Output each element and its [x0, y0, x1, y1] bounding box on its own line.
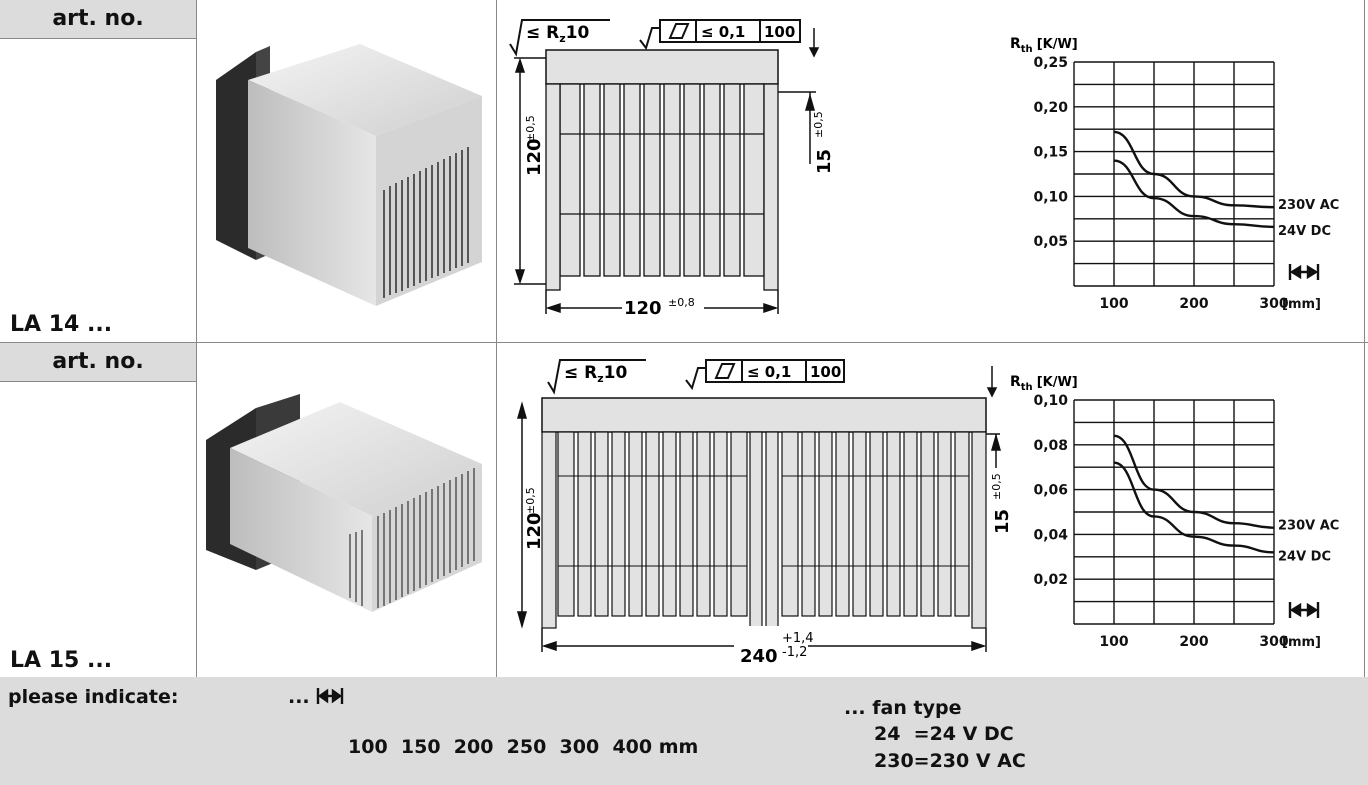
x-tick-label: 300 [1259, 634, 1288, 650]
x-unit-label: [mm] [1282, 635, 1321, 650]
y-tick-label: 0,02 [1033, 572, 1068, 588]
y-tick-label: 0,06 [1033, 483, 1068, 499]
order-info-footer [0, 677, 1368, 785]
y-axis-label: Rth[K/W] [1010, 36, 1078, 55]
fan-type-label: ... fan type [844, 697, 962, 719]
flatness-tolerance: ≤ 0,1 [747, 363, 791, 381]
flatness-length: 100 [810, 363, 841, 381]
art-no-header: art. no. [0, 0, 196, 38]
roughness-symbol: ≤ Rz10 [526, 23, 590, 45]
width-tolerance: ±0,8 [668, 296, 695, 309]
x-tick-label: 100 [1099, 296, 1128, 312]
chart-grid [1073, 61, 1275, 287]
flatness-tolerance: ≤ 0,1 [701, 23, 745, 41]
x-tick-label: 100 [1099, 634, 1128, 650]
fin-tolerance: ±0,5 [812, 111, 825, 138]
width-tolerance-minus: -1,2 [782, 645, 807, 660]
y-tick-label: 0,04 [1033, 527, 1068, 543]
article-label: LA 14 ... [10, 312, 113, 337]
fan-option-24: 24 =24 V DC [874, 723, 1014, 745]
heatsink-image-la14 [216, 44, 482, 306]
height-tolerance: ±0,5 [524, 115, 537, 142]
height-dimension: 120 [524, 138, 545, 176]
thermal-resistance-chart-la15: Rth[K/W] 0,10 0,08 0,06 0,04 0,02 100 200 300[m… [1010, 374, 1339, 650]
art-no-header: art. no. [0, 343, 196, 381]
y-tick-label: 0,08 [1033, 438, 1068, 454]
fin-dimension: 15 [814, 149, 835, 174]
series-label: 24V DC [1278, 549, 1331, 564]
fan-option-230: 230=230 V AC [874, 750, 1026, 772]
article-label: LA 15 ... [10, 648, 113, 673]
heatsink-image-la15 [206, 394, 482, 612]
x-tick-label: 200 [1179, 296, 1208, 312]
y-tick-label: 0,25 [1033, 55, 1068, 71]
chart-grid [1073, 399, 1275, 625]
length-options: 100 150 200 250 300 400 mm [348, 736, 699, 758]
width-tolerance-plus: +1,4 [782, 631, 814, 646]
x-tick-label: 200 [1179, 634, 1208, 650]
width-dimension: 120 [624, 298, 662, 319]
series-label: 230V AC [1278, 198, 1339, 213]
height-tolerance: ±0,5 [524, 487, 537, 514]
length-arrow-icon [1288, 264, 1320, 280]
thermal-resistance-chart-la14: Rth[K/W] 0,25 0,20 0,15 0,10 0,05 100 200 300[m… [1010, 36, 1339, 312]
y-tick-label: 0,10 [1033, 393, 1068, 409]
length-arrow-icon [317, 688, 344, 704]
x-tick-label: 300 [1259, 296, 1288, 312]
please-indicate-label: please indicate: [8, 686, 179, 708]
technical-drawing-la15: ≤ Rz10 ≤ 0,1 100 120 ±0,5 15 ±0,5 240 +1… [517, 359, 1010, 667]
series-line-24v-dc [1113, 461, 1275, 554]
length-options-prefix: ... [288, 686, 344, 708]
fin-dimension: 15 [992, 509, 1010, 534]
series-label: 230V AC [1278, 519, 1339, 534]
y-tick-label: 0,15 [1033, 145, 1068, 161]
series-line-230v-ac [1113, 434, 1275, 529]
series-line-230v-ac [1113, 130, 1275, 209]
y-axis-label: Rth[K/W] [1010, 374, 1078, 393]
series-label: 24V DC [1278, 224, 1331, 239]
y-tick-label: 0,20 [1033, 100, 1068, 116]
length-arrow-icon [1288, 602, 1320, 618]
y-tick-label: 0,10 [1033, 189, 1068, 205]
y-tick-label: 0,05 [1033, 234, 1068, 250]
fin-tolerance: ±0,5 [990, 473, 1003, 500]
flatness-length: 100 [764, 23, 795, 41]
technical-drawing-la14: ≤ Rz10 ≤ 0,1 100 120 ±0,5 15 ±0,5 120 ±0… [509, 19, 835, 319]
roughness-symbol: ≤ Rz10 [564, 363, 628, 385]
x-unit-label: [mm] [1282, 297, 1321, 312]
height-dimension: 120 [524, 512, 545, 550]
series-line-24v-dc [1113, 159, 1275, 229]
width-dimension: 240 [740, 646, 778, 667]
